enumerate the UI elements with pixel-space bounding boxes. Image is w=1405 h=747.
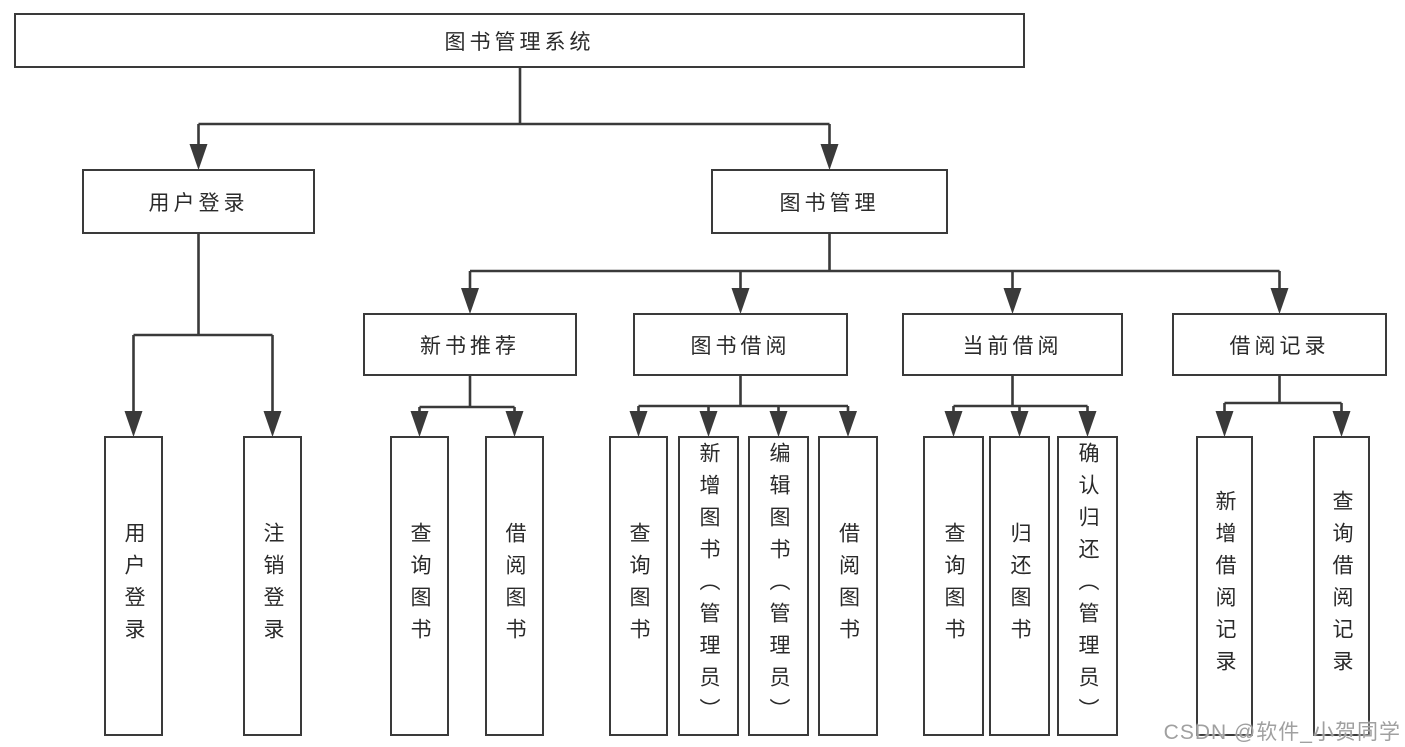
watermark: CSDN @软件_小贺同学 xyxy=(1163,721,1401,744)
leaf-query-borrow-record-label: 查询借阅记录 xyxy=(1330,490,1353,682)
node-borrowing-records: 借阅记录 xyxy=(1172,313,1387,376)
leaf-return-books: 归还图书 xyxy=(989,436,1050,736)
leaf-user-login-label: 用户登录 xyxy=(122,522,145,650)
leaf-confirm-return-admin: 确认归还（管理员） xyxy=(1057,436,1118,736)
leaf-edit-book-admin: 编辑图书（管理员） xyxy=(748,436,809,736)
node-new-book-recommend-label: 新书推荐 xyxy=(420,334,520,358)
node-user-login: 用户登录 xyxy=(82,169,315,234)
leaf-borrow-books-borrowing: 借阅图书 xyxy=(818,436,878,736)
leaf-query-borrow-record: 查询借阅记录 xyxy=(1313,436,1370,736)
leaf-confirm-return-admin-label: 确认归还（管理员） xyxy=(1076,442,1099,730)
node-borrowing-records-label: 借阅记录 xyxy=(1229,334,1330,358)
node-book-borrowing: 图书借阅 xyxy=(633,313,848,376)
leaf-borrow-books-recommend-label: 借阅图书 xyxy=(503,522,526,650)
leaf-edit-book-admin-label: 编辑图书（管理员） xyxy=(767,442,790,730)
leaf-query-books-borrowing: 查询图书 xyxy=(609,436,668,736)
node-user-login-label: 用户登录 xyxy=(148,191,249,215)
leaf-query-books-current: 查询图书 xyxy=(923,436,984,736)
node-book-borrowing-label: 图书借阅 xyxy=(690,334,791,358)
leaf-logout-label: 注销登录 xyxy=(261,522,284,650)
node-current-borrowing-label: 当前借阅 xyxy=(962,334,1063,358)
leaf-add-borrow-record-label: 新增借阅记录 xyxy=(1213,490,1236,682)
leaf-query-books-borrowing-label: 查询图书 xyxy=(627,522,650,650)
leaf-borrow-books-borrowing-label: 借阅图书 xyxy=(836,522,860,650)
node-current-borrowing: 当前借阅 xyxy=(902,313,1123,376)
leaf-query-books-recommend-label: 查询图书 xyxy=(408,522,431,650)
leaf-add-book-admin: 新增图书（管理员） xyxy=(678,436,739,736)
leaf-logout: 注销登录 xyxy=(243,436,302,736)
leaf-add-book-admin-label: 新增图书（管理员） xyxy=(697,442,720,730)
node-new-book-recommend: 新书推荐 xyxy=(363,313,577,376)
node-book-management-label: 图书管理 xyxy=(779,191,880,215)
leaf-borrow-books-recommend: 借阅图书 xyxy=(485,436,544,736)
node-book-management: 图书管理 xyxy=(711,169,948,234)
leaf-user-login: 用户登录 xyxy=(104,436,163,736)
leaf-query-books-recommend: 查询图书 xyxy=(390,436,449,736)
node-library-system: 图书管理系统 xyxy=(14,13,1025,68)
leaf-add-borrow-record: 新增借阅记录 xyxy=(1196,436,1253,736)
node-library-system-label: 图书管理系统 xyxy=(444,30,595,54)
leaf-return-books-label: 归还图书 xyxy=(1008,522,1031,650)
leaf-query-books-current-label: 查询图书 xyxy=(942,522,965,650)
